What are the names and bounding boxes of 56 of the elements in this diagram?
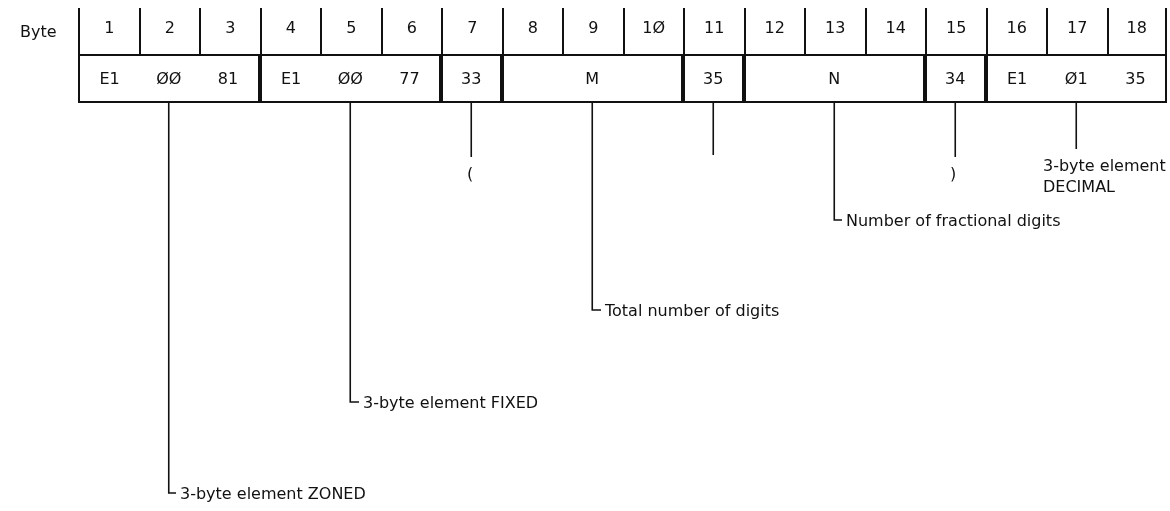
byte-number: 12 (743, 8, 804, 55)
byte-number: 11 (683, 8, 744, 55)
annotation-text: Total number of digits (605, 300, 905, 321)
byte-number: 17 (1046, 8, 1107, 55)
byte-number: 13 (804, 8, 865, 55)
byte-number: 9 (562, 8, 623, 55)
annotation-text: Number of fractional digits (846, 210, 1166, 231)
annotation-text: 3-byte element DECIMAL (1043, 155, 1170, 197)
field-box (743, 54, 925, 103)
byte-number: 6 (380, 8, 441, 55)
field-box (925, 54, 986, 103)
cell-value: ØØ (336, 69, 364, 88)
cell-value: M (584, 69, 601, 88)
byte-number: 16 (985, 8, 1046, 55)
cell-value: ØØ (155, 69, 183, 88)
cell-value: 34 (944, 69, 967, 88)
row-heading: Byte (20, 21, 57, 43)
cell-value: 77 (398, 69, 421, 88)
annotation-text: ( (460, 163, 480, 184)
field-box (985, 54, 1167, 103)
byte-number: 2 (138, 8, 199, 55)
byte-number: 3 (199, 8, 260, 55)
byte-number: 8 (501, 8, 562, 55)
byte-number: 1Ø (622, 8, 683, 55)
byte-number: 1 (78, 8, 139, 55)
leader-line (470, 102, 473, 158)
field-box (501, 54, 683, 103)
byte-number: 5 (320, 8, 381, 55)
leader-line (954, 102, 957, 158)
field-box (259, 54, 441, 103)
byte-number: 7 (441, 8, 502, 55)
leader-line (712, 102, 715, 156)
field-box (441, 54, 502, 103)
byte-number: 4 (259, 8, 320, 55)
field-box (683, 54, 744, 103)
leader-line (1075, 102, 1078, 150)
byte-number: 18 (1106, 8, 1167, 55)
cell-value: E1 (279, 69, 303, 88)
byte-number: 15 (925, 8, 986, 55)
leader-line (591, 102, 602, 311)
annotation-text: 3-byte element ZONED (180, 483, 480, 504)
annotation-text: ) (943, 163, 963, 184)
leader-line (833, 102, 843, 221)
cell-value: N (827, 69, 842, 88)
leader-line (167, 102, 177, 494)
cell-value: 35 (702, 69, 725, 88)
cell-value: E1 (98, 69, 121, 88)
cell-value: 33 (460, 69, 483, 88)
annotation-text: 3-byte element FIXED (363, 392, 663, 413)
cell-value: Ø1 (1063, 69, 1089, 88)
cell-value: 35 (1124, 69, 1147, 88)
byte-number: 14 (864, 8, 925, 55)
cell-value: 81 (216, 69, 240, 88)
field-box (78, 54, 260, 103)
leader-line (349, 102, 360, 403)
cell-value: E1 (1005, 69, 1029, 88)
